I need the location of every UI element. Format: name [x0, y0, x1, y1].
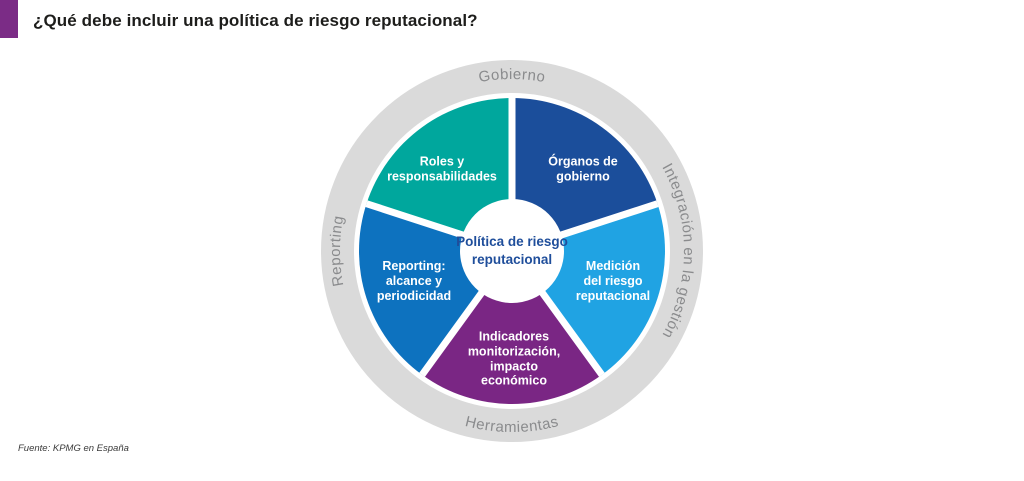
center-circle — [460, 199, 564, 303]
source-note: Fuente: KPMG en España — [18, 443, 129, 454]
ring-label-herramientas: Herramientas — [464, 413, 561, 436]
ring-label-reporting: Reporting — [327, 214, 347, 288]
page-title: ¿Qué debe incluir una política de riesgo… — [33, 11, 478, 30]
title-accent-square — [0, 0, 18, 38]
outer-ring — [321, 60, 703, 442]
ring-label-gobierno: Gobierno — [477, 66, 546, 86]
segment-indicadores-monitorizacion — [422, 251, 602, 404]
